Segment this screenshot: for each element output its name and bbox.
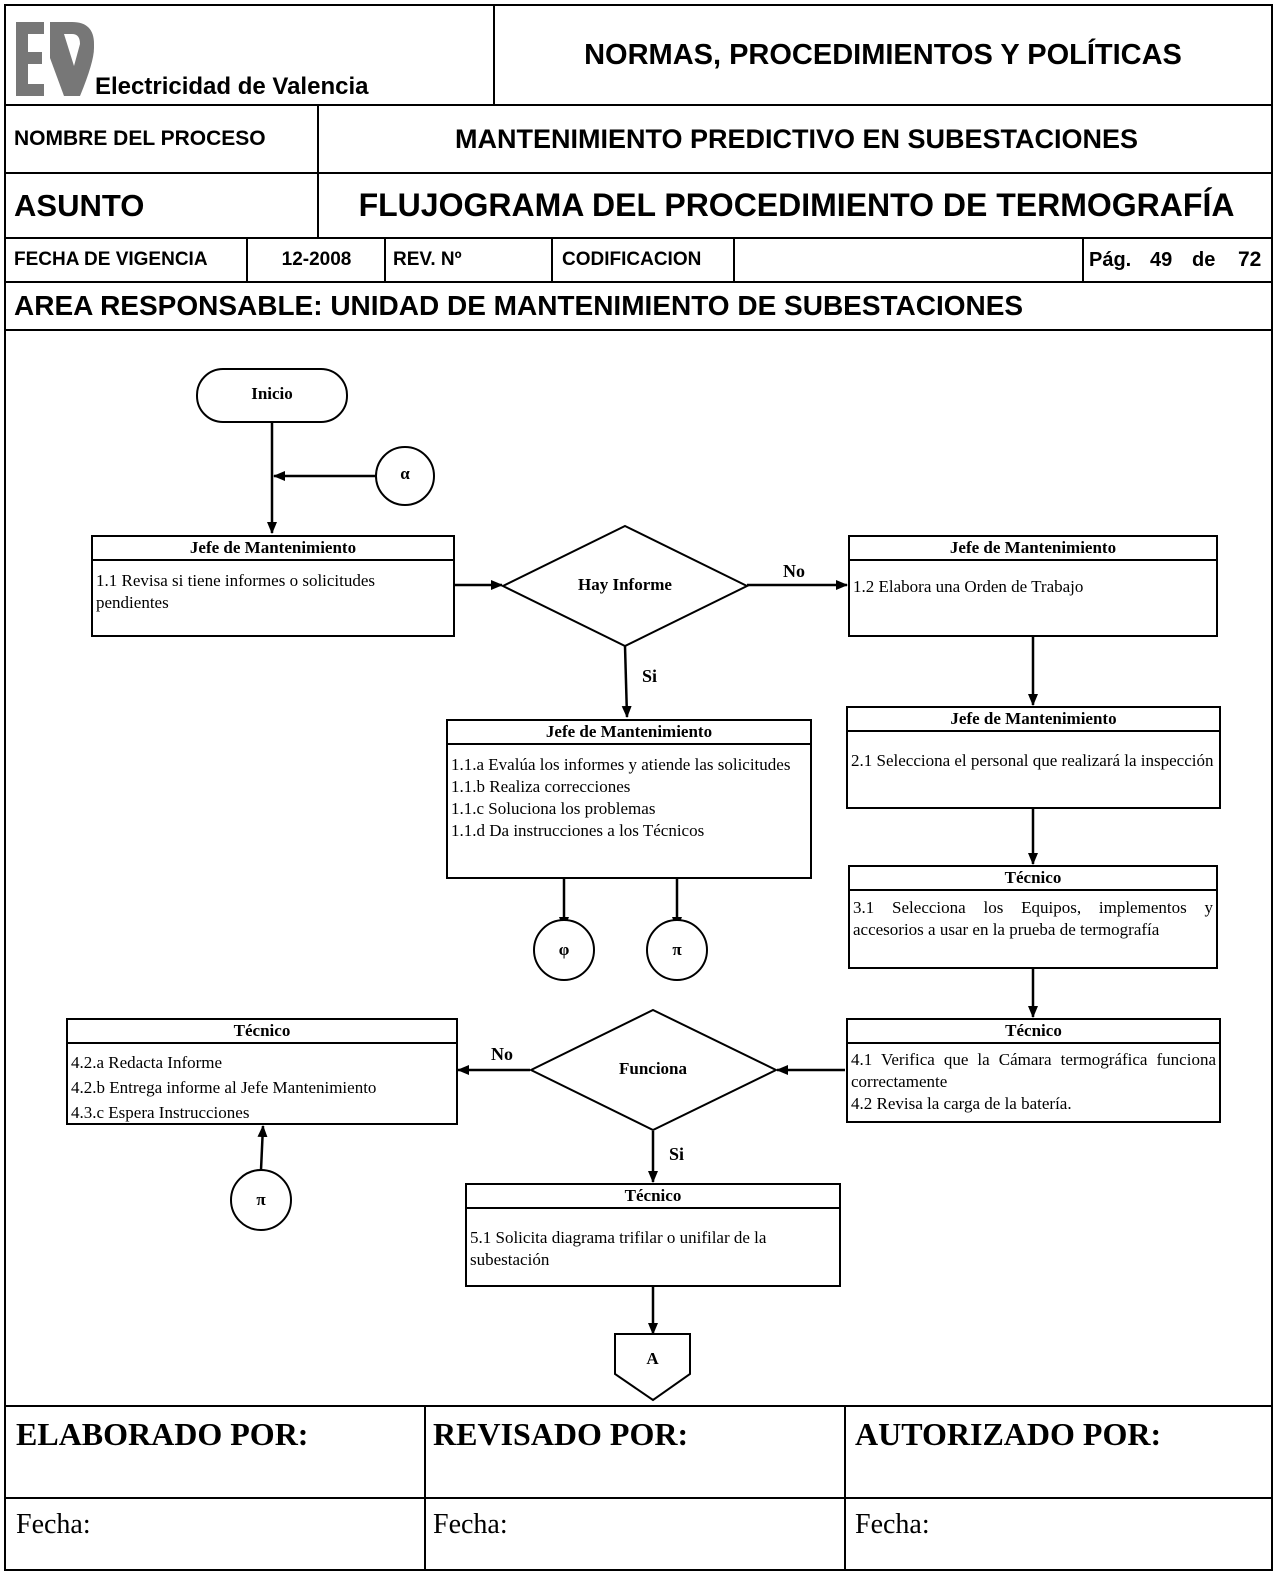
company-logo-icon bbox=[14, 18, 96, 100]
start-terminator bbox=[196, 368, 348, 423]
divider bbox=[551, 237, 553, 282]
process-box-4-2: Técnico 4.2.a Redacta Informe 4.2.b Entr… bbox=[66, 1018, 458, 1125]
decision-diamond bbox=[500, 524, 750, 648]
divider bbox=[246, 237, 248, 282]
process-box-5-1: Técnico 5.1 Solicita diagrama trifilar o… bbox=[465, 1183, 841, 1287]
process-role: Jefe de Mantenimiento bbox=[448, 721, 810, 745]
process-role: Jefe de Mantenimiento bbox=[848, 708, 1219, 732]
process-step: 1.1.a Evalúa los informes y atiende las … bbox=[451, 755, 791, 774]
process-step: 4.2.a Redacta Informe bbox=[71, 1053, 223, 1072]
divider bbox=[384, 237, 386, 282]
process-step: 1.2 Elabora una Orden de Trabajo bbox=[853, 577, 1084, 596]
branch-si-label: Si bbox=[642, 666, 658, 686]
process-step: 4.2 Revisa la carga de la batería. bbox=[851, 1094, 1072, 1113]
offpage-connector bbox=[614, 1333, 691, 1402]
subject-value: FLUJOGRAMA DEL PROCEDIMIENTO DE TERMOGRA… bbox=[358, 187, 1235, 223]
page-total: 72 bbox=[1238, 248, 1262, 271]
decision-label: Funciona bbox=[618, 1059, 688, 1078]
connector-pi bbox=[646, 919, 708, 981]
prepared-by-label: ELABORADO POR: bbox=[16, 1416, 309, 1452]
divider bbox=[4, 1497, 1273, 1499]
divider bbox=[4, 104, 1273, 106]
process-role: Jefe de Mantenimiento bbox=[93, 537, 453, 561]
page-number: 49 bbox=[1150, 248, 1173, 271]
divider bbox=[1082, 237, 1084, 282]
process-step: 1.1 Revisa si tiene informes o solicitud… bbox=[96, 571, 376, 612]
connector-phi bbox=[533, 919, 595, 981]
process-box-1-1a: Jefe de Mantenimiento 1.1.a Evalúa los i… bbox=[446, 719, 812, 879]
page-label: Pág. bbox=[1089, 248, 1132, 271]
connector-alpha bbox=[375, 446, 435, 506]
reviewed-by-label: REVISADO POR: bbox=[433, 1416, 689, 1452]
decision-diamond bbox=[528, 1008, 779, 1132]
process-label: NOMBRE DEL PROCESO bbox=[14, 127, 266, 150]
process-box-3-1: Técnico 3.1 Selecciona los Equipos, impl… bbox=[848, 865, 1218, 969]
revision-label: REV. Nº bbox=[393, 249, 462, 270]
connector-pi bbox=[230, 1169, 292, 1231]
date-label: FECHA DE VIGENCIA bbox=[14, 249, 208, 270]
branch-no-label: No bbox=[491, 1044, 513, 1064]
responsible-area: AREA RESPONSABLE: UNIDAD DE MANTENIMIENT… bbox=[14, 290, 1024, 321]
divider bbox=[493, 4, 495, 105]
divider bbox=[733, 237, 735, 282]
process-step: 3.1 Selecciona los Equipos, implementos … bbox=[853, 898, 1213, 939]
start-label: Inicio bbox=[251, 384, 293, 403]
subject-label: ASUNTO bbox=[14, 187, 145, 223]
offpage-label: A bbox=[646, 1349, 659, 1368]
process-box-4-1: Técnico 4.1 Verifica que la Cámara termo… bbox=[846, 1018, 1221, 1123]
authorized-by-label: AUTORIZADO POR: bbox=[855, 1416, 1162, 1452]
process-step: 1.1.d Da instrucciones a los Técnicos bbox=[451, 821, 705, 840]
process-value: MANTENIMIENTO PREDICTIVO EN SUBESTACIONE… bbox=[454, 123, 1139, 154]
date-value: 12-2008 bbox=[281, 249, 352, 270]
process-step: 4.3.c Espera Instrucciones bbox=[71, 1103, 250, 1122]
company-name: Electricidad de Valencia bbox=[95, 73, 369, 100]
process-role: Técnico bbox=[850, 867, 1216, 891]
process-role: Jefe de Mantenimiento bbox=[850, 537, 1216, 561]
branch-si-label: Si bbox=[669, 1144, 685, 1164]
reviewed-date-label: Fecha: bbox=[433, 1509, 508, 1540]
process-step: 5.1 Solicita diagrama trifilar o unifila… bbox=[470, 1228, 767, 1269]
process-step: 1.1.b Realiza correcciones bbox=[451, 777, 631, 796]
divider bbox=[4, 1405, 1273, 1407]
branch-no-label: No bbox=[783, 561, 805, 581]
process-box-2-1: Jefe de Mantenimiento 2.1 Selecciona el … bbox=[846, 706, 1221, 809]
divider bbox=[4, 329, 1273, 331]
process-step: 4.2.b Entrega informe al Jefe Mantenimie… bbox=[71, 1078, 377, 1097]
process-role: Técnico bbox=[848, 1020, 1219, 1044]
connector-phi-label: φ bbox=[558, 940, 570, 959]
connector-pi-label: π bbox=[672, 940, 682, 959]
document-title: NORMAS, PROCEDIMIENTOS Y POLÍTICAS bbox=[584, 38, 1182, 71]
process-step: 2.1 Selecciona el personal que realizará… bbox=[851, 751, 1214, 770]
divider bbox=[4, 237, 1273, 239]
page-of: de bbox=[1192, 248, 1216, 271]
connector-pi-label: π bbox=[256, 1190, 266, 1209]
connector-alpha-label: α bbox=[400, 464, 410, 483]
divider bbox=[317, 104, 319, 238]
code-label: CODIFICACION bbox=[562, 249, 702, 270]
prepared-date-label: Fecha: bbox=[16, 1509, 91, 1540]
divider bbox=[424, 1405, 426, 1571]
process-role: Técnico bbox=[467, 1185, 839, 1209]
divider bbox=[4, 281, 1273, 283]
divider bbox=[4, 172, 1273, 174]
process-box-1-1: Jefe de Mantenimiento 1.1 Revisa si tien… bbox=[91, 535, 455, 637]
authorized-date-label: Fecha: bbox=[855, 1509, 930, 1540]
process-step: 1.1.c Soluciona los problemas bbox=[451, 799, 656, 818]
page-frame bbox=[4, 4, 1273, 1571]
process-step: 4.1 Verifica que la Cámara termográfica … bbox=[851, 1050, 1216, 1091]
decision-label: Hay Informe bbox=[578, 575, 672, 594]
process-role: Técnico bbox=[68, 1020, 456, 1044]
divider bbox=[844, 1405, 846, 1571]
process-box-1-2: Jefe de Mantenimiento 1.2 Elabora una Or… bbox=[848, 535, 1218, 637]
